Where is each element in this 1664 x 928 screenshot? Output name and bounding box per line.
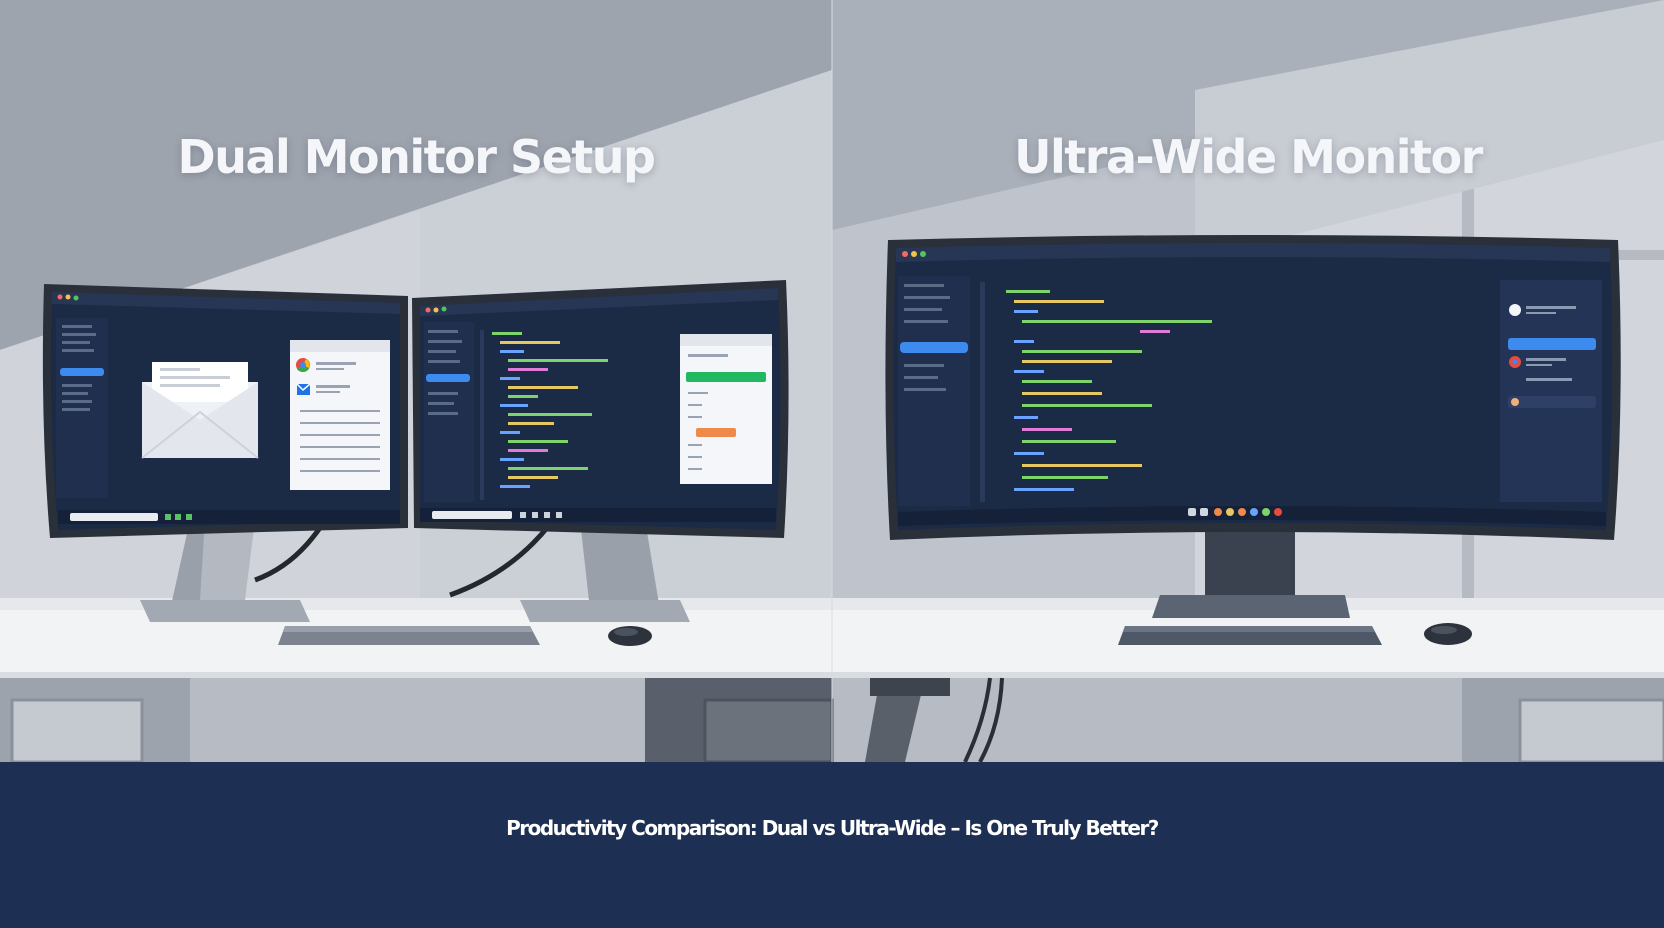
banner-headline: Productivity Comparison: Dual vs Ultra-W…: [506, 816, 1159, 840]
envelope-icon: [141, 362, 259, 459]
code-editor-left: [480, 330, 608, 500]
ultrawide-stand: [1152, 530, 1350, 618]
dual-monitor-title: Dual Monitor Setup: [177, 130, 656, 184]
panel-divider: [831, 0, 833, 762]
code-editor-ultrawide: [980, 282, 1212, 502]
ultrawide-monitor-title: Ultra-Wide Monitor: [1014, 130, 1483, 184]
monitor-left-2: [412, 280, 789, 538]
bottom-banner: Productivity Comparison: Dual vs Ultra-W…: [0, 762, 1664, 928]
dual-stands: [140, 478, 690, 622]
chrome-icon: [296, 358, 310, 372]
monitor-ultrawide: [885, 235, 1621, 540]
peripherals: [278, 623, 1472, 646]
monitor-left-1: [42, 284, 408, 538]
outlook-icon: [296, 383, 311, 395]
